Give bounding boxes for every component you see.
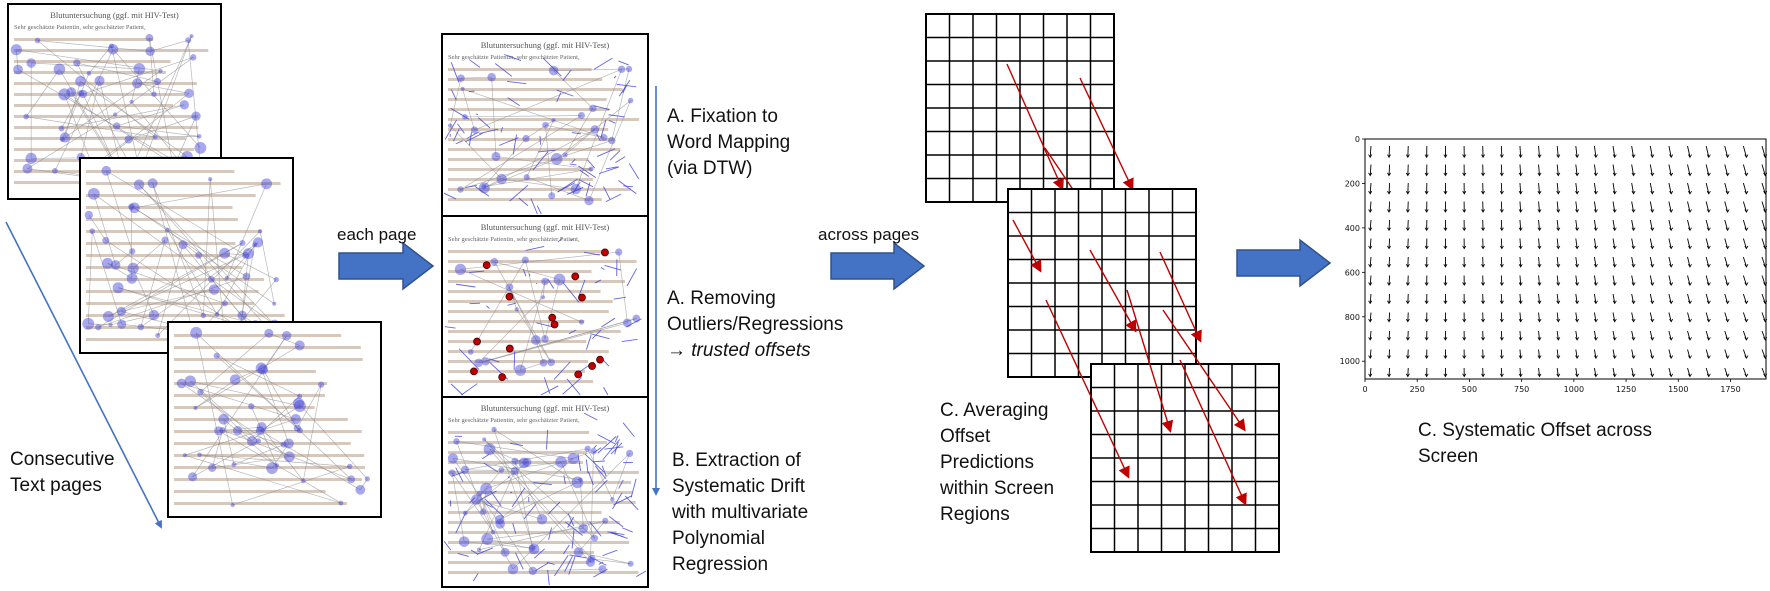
- step-a1-line1: A. Fixation to: [667, 106, 778, 127]
- page-header-text: Blutuntersuchung (ggf. mit HIV-Test): [481, 222, 610, 232]
- step-a2-trusted-offsets: trusted offsets: [691, 340, 811, 361]
- step-a1-label: A. Fixation to Word Mapping (via DTW): [667, 104, 790, 182]
- page-subheader-text: Sehr geschätzte Patientin, sehr geschätz…: [448, 417, 580, 424]
- quiver-x-tick-label: 250: [1410, 385, 1425, 394]
- quiver-y-tick-label: 1000: [1340, 357, 1360, 366]
- offset-arrow: [1045, 299, 1130, 479]
- each-page-label: each page: [337, 225, 417, 244]
- fixation-word-mapping-panel: Blutuntersuchung (ggf. mit HIV-Test) Sehr…: [443, 40, 640, 215]
- quiver-x-tick-label: 1000: [1564, 385, 1584, 394]
- quiver-x-tick-label: 1750: [1720, 385, 1740, 394]
- step-a1-line2: Word Mapping: [667, 132, 791, 153]
- quiver-x-tick-label: 0: [1362, 385, 1367, 394]
- across-pages-label: across pages: [818, 225, 920, 244]
- step-b-line4: Polynomial: [672, 528, 765, 549]
- quiver-arrows: [1368, 145, 1768, 378]
- consecutive-pages-label-line2: Text pages: [10, 475, 102, 496]
- offset-arrow: [1126, 289, 1174, 433]
- processing-column: Blutuntersuchung (ggf. mit HIV-Test) Sehr…: [441, 33, 649, 588]
- quiver-x-tick-label: 1250: [1616, 385, 1636, 394]
- result-arrow: [1236, 238, 1332, 288]
- offset-arrow: [1159, 251, 1202, 343]
- quiver-y-tick-label: 400: [1345, 224, 1360, 233]
- page-subheader-text: Sehr geschätzte Patientin, sehr geschätz…: [448, 236, 580, 243]
- averaging-label: C. Averaging Offset Predictions within S…: [940, 398, 1054, 528]
- averaging-line1: C. Averaging: [940, 400, 1049, 421]
- consecutive-pages-label: Consecutive Text pages: [10, 447, 115, 499]
- step-b-line2: Systematic Drift: [672, 476, 806, 497]
- quiver-x-tick-label: 500: [1462, 385, 1477, 394]
- each-page-arrow: [338, 241, 435, 291]
- systematic-offset-label: C. Systematic Offset across Screen: [1418, 418, 1652, 470]
- step-b-line1: B. Extraction of: [672, 450, 801, 471]
- page-header-text: Blutuntersuchung (ggf. mit HIV-Test): [50, 10, 179, 20]
- quiver-x-tick-label: 750: [1514, 385, 1529, 394]
- step-a1-line3: (via DTW): [667, 158, 753, 179]
- page-3-fixations: [174, 326, 370, 508]
- step-a2-line1: A. Removing: [667, 288, 776, 309]
- screen-grid: [925, 13, 1134, 203]
- screen-grid: [1045, 289, 1280, 553]
- systematic-drift-panel: Blutuntersuchung (ggf. mit HIV-Test) Sehr…: [443, 403, 647, 586]
- step-a2-arrow-glyph: →: [667, 340, 686, 361]
- page-header-text: Blutuntersuchung (ggf. mit HIV-Test): [481, 40, 610, 50]
- step-b-label: B. Extraction of Systematic Drift with m…: [672, 448, 808, 578]
- step-a2-label: A. Removing Outliers/Regressions → trust…: [667, 286, 843, 364]
- systematic-offset-quiver-plot: 0 250 500 750 1000 1250 1500 1750 0 200 400 600 800…: [1340, 135, 1768, 394]
- averaging-line2: Offset: [940, 426, 991, 447]
- quiver-y-tick-label: 600: [1345, 268, 1360, 277]
- quiver-y-tick-label: 800: [1345, 313, 1360, 322]
- step-a2-line2: Outliers/Regressions: [667, 314, 844, 335]
- consecutive-pages-label-line1: Consecutive: [10, 449, 115, 470]
- averaging-line5: Regions: [940, 504, 1010, 525]
- quiver-x-tick-label: 1500: [1668, 385, 1688, 394]
- page-header-text: Blutuntersuchung (ggf. mit HIV-Test): [481, 403, 610, 413]
- across-pages-arrow: [830, 241, 926, 291]
- text-page-2: [79, 157, 294, 354]
- consecutive-pages-arrow: [5, 221, 162, 529]
- averaging-line3: Predictions: [940, 452, 1034, 473]
- offset-arrow: [1162, 309, 1246, 432]
- systematic-offset-line1: C. Systematic Offset across: [1418, 420, 1653, 441]
- page-subheader-text: Sehr geschätzte Patientin, sehr geschätz…: [448, 54, 580, 61]
- text-page-3: [167, 321, 382, 518]
- offset-arrow: [1006, 63, 1064, 191]
- page-subheader-text: Sehr geschätzte Patientin, sehr geschätz…: [14, 24, 146, 31]
- averaging-line4: within Screen: [940, 478, 1055, 499]
- screen-grid: [1007, 188, 1202, 378]
- offset-arrow: [1089, 249, 1137, 333]
- step-b-line3: with multivariate: [672, 502, 809, 523]
- step-b-line5: Regression: [672, 554, 769, 575]
- quiver-y-tick-label: 200: [1345, 179, 1360, 188]
- offset-arrow: [1012, 219, 1042, 273]
- systematic-offset-line2: Screen: [1418, 446, 1479, 467]
- quiver-y-tick-label: 0: [1355, 135, 1360, 144]
- screen-region-grids: [925, 13, 1280, 553]
- offset-arrow: [1079, 77, 1134, 191]
- quiver-y-axis: 0 200 400 600 800 1000: [1340, 135, 1365, 366]
- quiver-x-axis: 0 250 500 750 1000 1250 1500 1750: [1362, 379, 1741, 394]
- trusted-offsets-panel: Blutuntersuchung (ggf. mit HIV-Test) Sehr…: [444, 222, 642, 396]
- offset-arrow: [1179, 359, 1247, 506]
